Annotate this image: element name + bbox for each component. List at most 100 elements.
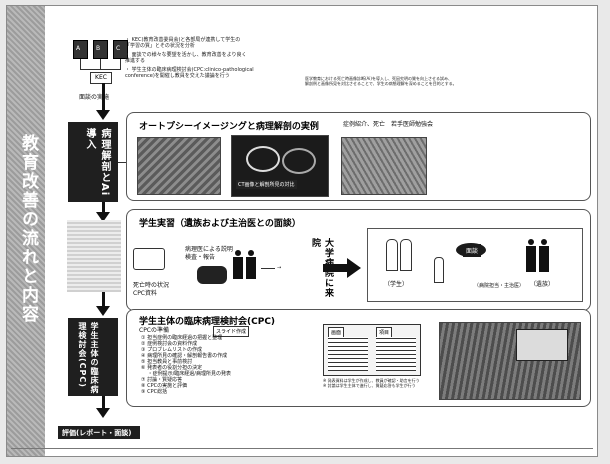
- ai-introduction-label: 病理解剖とAi導入: [84, 128, 110, 197]
- cpc-step: ⑥ 発表者の役割分担の決定: [141, 365, 203, 371]
- flow-spine: [102, 202, 105, 216]
- ct-comparison-photo: CT画像と解剖所見の対比: [231, 135, 329, 197]
- person-icon: [235, 250, 241, 256]
- header-bullet-line: 推進する: [125, 58, 146, 64]
- ai-introduction-box: 病理解剖とAi導入: [68, 122, 118, 202]
- pathologist-explanation-label: 病理医による説明: [185, 246, 233, 253]
- flow-spine: [102, 396, 105, 412]
- autopsy-photo-1: [137, 137, 221, 195]
- evaluation-box: 評価(レポート・面談): [58, 426, 140, 439]
- family-body: [539, 246, 549, 272]
- cpc-preparation-label: CPCの準備: [139, 327, 169, 334]
- connector-line: [118, 162, 126, 163]
- slide-creation-tag: スライド作成: [213, 326, 250, 337]
- header-bullet-line: ・ 学生主体の臨床病理検討会(CPC:clinico-pathological: [125, 67, 254, 73]
- interview-frame: （学生） 面談 （病院担当・主治医） （遺族）: [367, 228, 583, 302]
- header-right-note: 医学教育における死亡時画像診断(Ai)を導入し、死因究明の質を向上させる試み、 …: [305, 76, 595, 86]
- cpc-box-label: 学生主体の臨床病理検討会(CPC): [78, 322, 99, 394]
- cpc-step: ⑨ CPC総括: [141, 389, 168, 395]
- kec-sublabel: 面談の実施: [79, 94, 110, 101]
- header-bullet-line: 「学習の質」とその状況を分析: [125, 43, 195, 49]
- header-bullet-line: ・ 面談での様々な要望を活かし、教育改善をより良く: [125, 52, 247, 58]
- specimen-tray-icon: [197, 266, 227, 284]
- header-bullet-line: ・ KEC(教育改善委員会)と各部局が連携して学生の: [125, 37, 241, 43]
- student-role-label: （学生）: [384, 281, 409, 288]
- header-tile-a-label: A: [76, 45, 81, 52]
- connector-line: [120, 59, 121, 69]
- interview-label: 面談: [463, 244, 482, 257]
- header-tile-b: B: [93, 40, 108, 59]
- page-bottom-rule: [11, 448, 593, 449]
- header-tile-c: C: [113, 40, 128, 59]
- screen-list-right: [376, 337, 416, 371]
- autopsy-imaging-panel: オートプシーイメージングと病理解剖の実例 症例紹介、死亡 若手医師勉強会 CT画…: [126, 112, 591, 201]
- exam-report-label: 検査・報告: [185, 254, 216, 261]
- slide-screen-mockup: 画面 項目: [323, 324, 421, 376]
- student-practice-panel: 学生実習（遺族および主治医との面談） 死亡時の状況 CPC資料 病理医による説明…: [126, 209, 591, 311]
- cpc-notes: ※ 発表資料は学生が作成し、教員が確認・助言を行う ※ 討論は学生主体で進行し、…: [323, 378, 433, 388]
- cpc-note-line: ※ 発表資料は学生が作成し、教員が確認・助言を行う: [323, 378, 420, 383]
- connector-line: [261, 268, 275, 269]
- screen-list-left: [328, 337, 368, 371]
- cpc-step: ⑦ 討論・質疑応答: [141, 377, 183, 383]
- flow-spine: [102, 83, 105, 113]
- cpc-step: ① 担当症例の臨床経過の把握と整理: [141, 335, 223, 341]
- autopsy-photo-3: [341, 137, 427, 195]
- cpc-box: 学生主体の臨床病理検討会(CPC): [68, 318, 118, 396]
- cpc-panel: 学生主体の臨床病理検討会(CPC) CPCの準備 スライド作成 ① 担当症例の臨…: [126, 309, 591, 407]
- flow-arrow-icon: [96, 408, 110, 418]
- big-arrow-shaft: [323, 264, 347, 272]
- cpc-panel-title: 学生主体の臨床病理検討会(CPC): [139, 317, 276, 327]
- cpc-step: ・症例提示/臨床経過/病理所見の発表: [141, 371, 231, 377]
- header-bullets: ・ KEC(教育改善委員会)と各部局が連携して学生の 「学習の質」とその状況を分…: [125, 37, 275, 79]
- evaluation-label: 評価(レポート・面談): [62, 429, 132, 437]
- cpc-step: ⑧ CPCの実施と評価: [141, 383, 188, 389]
- family-person-icon: [541, 239, 547, 245]
- autopsy-imaging-subtitle: 症例紹介、死亡 若手医師勉強会: [343, 121, 434, 128]
- kec-box: KEC: [90, 72, 112, 84]
- connector-line: [80, 69, 121, 70]
- projector-screen: [516, 329, 568, 361]
- student-practice-title: 学生実習（遺族および主治医との面談）: [139, 219, 301, 229]
- cpc-note-line: ※ 討論は学生主体で進行し、質疑応答も学生が行う: [323, 383, 416, 388]
- death-situation-label: 死亡時の状況: [133, 282, 170, 289]
- flow-spine: [102, 292, 105, 310]
- cpc-step: ② 症例検討会の資料作成: [141, 341, 198, 347]
- sidebar-band: 教育改善の流れと内容: [7, 6, 45, 456]
- ct-scan-ring: [282, 148, 316, 174]
- cpc-lecture-photo: [439, 322, 581, 400]
- family-person-icon: [528, 239, 534, 245]
- flow-arrow-icon: [96, 306, 110, 316]
- big-arrow-icon: [347, 258, 361, 278]
- header-tile-c-label: C: [116, 45, 121, 52]
- ct-comparison-caption: CT画像と解剖所見の対比: [236, 180, 297, 189]
- header-tile-b-label: B: [96, 45, 101, 52]
- header-bullet-line: conference)を開催し教員を交えた議論を行う: [125, 73, 230, 79]
- arrow-note: →: [277, 265, 282, 271]
- header-note-line: 解剖例と画像所見を対比させることで、学生の病態理解を深めることを目的とする。: [305, 81, 457, 86]
- interview-side-block: [67, 220, 121, 292]
- cpc-step: ③ プロブレムリストの作成: [141, 347, 202, 353]
- person-body: [233, 257, 243, 279]
- autopsy-imaging-title: オートプシーイメージングと病理解剖の実例: [139, 122, 319, 132]
- connector-line: [100, 59, 101, 69]
- doctor-role-label: （病院担当・主治医）: [474, 283, 525, 289]
- header-tile-a: A: [73, 40, 88, 59]
- student-figure: [400, 239, 412, 271]
- cpc-step: ⑤ 担当教員と事前検討: [141, 359, 193, 365]
- flow-arrow-icon: [96, 212, 110, 222]
- student-figure: [386, 239, 398, 271]
- sidebar-title: 教育改善の流れと内容: [18, 134, 38, 324]
- doctor-figure: [434, 257, 444, 283]
- person-icon: [248, 250, 254, 256]
- cpc-material-label: CPC資料: [133, 290, 157, 297]
- person-body: [246, 257, 256, 279]
- document-page: 教育改善の流れと内容 A B C KEC 面談の実施 ・ KEC(教育改善委員会…: [6, 5, 598, 457]
- connector-line: [80, 59, 81, 69]
- flow-arrow-icon: [96, 110, 110, 120]
- ct-scan-ring: [246, 146, 280, 172]
- header-note-line: 医学教育における死亡時画像診断(Ai)を導入し、死因究明の質を向上させる試み、: [305, 76, 452, 81]
- bed-illustration: [133, 248, 165, 270]
- cpc-step: ④ 病理所見の確認・解剖報告書の作成: [141, 353, 228, 359]
- family-body: [526, 246, 536, 272]
